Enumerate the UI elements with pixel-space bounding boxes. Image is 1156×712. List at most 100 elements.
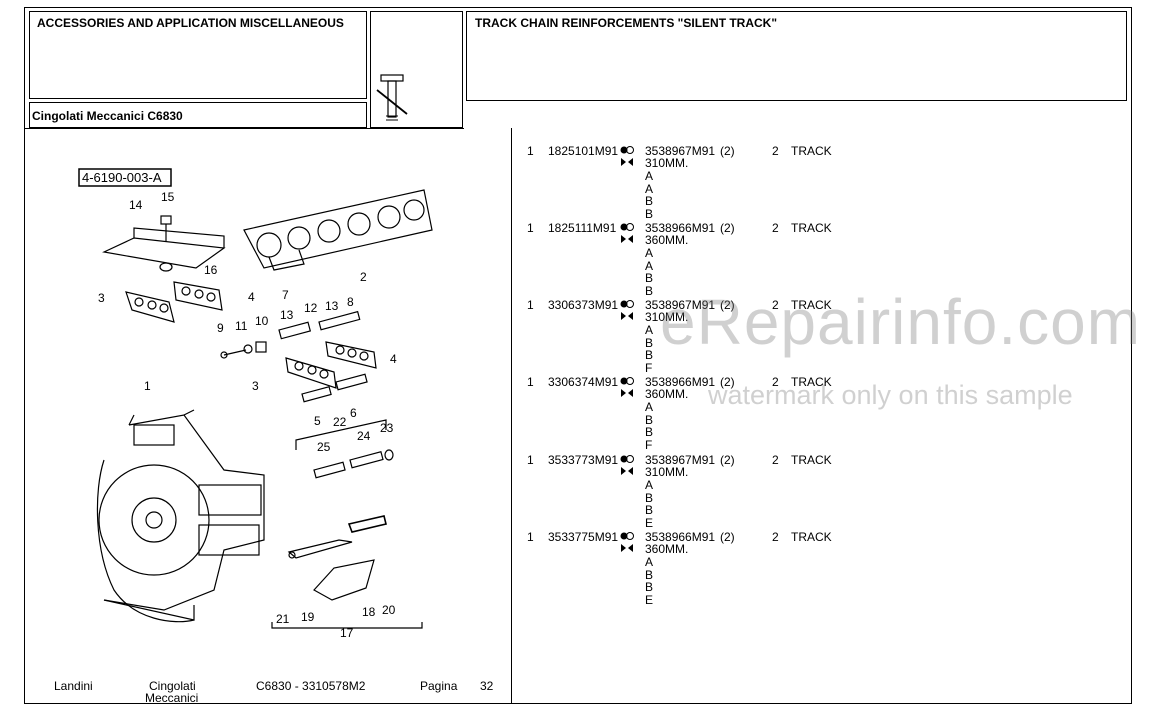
exploded-parts-diagram: 4-6190-003-A 14 15 16 2 3 4 7 12 13 8 13… — [78, 168, 433, 640]
part-quantity: 2 — [772, 221, 779, 235]
variant-code: B — [645, 567, 654, 582]
part-quantity: 2 — [772, 375, 779, 389]
diagram-ref-code: 4-6190-003-A — [82, 170, 162, 185]
part-number: 3306373M91 — [548, 298, 619, 312]
part-size: 360MM. — [645, 542, 689, 556]
variant-code: F — [645, 437, 653, 452]
interchangeable-icon — [620, 311, 634, 324]
callout-7: 7 — [282, 288, 289, 302]
part-description: TRACK — [791, 144, 832, 158]
part-number: 3533773M91 — [548, 453, 619, 467]
part-note: (2) — [720, 453, 735, 467]
footer-page-label: Pagina — [420, 679, 458, 693]
icon-box — [370, 11, 463, 128]
variant-code: A — [645, 258, 654, 273]
callout-10: 10 — [255, 314, 269, 328]
part-position: 1 — [527, 453, 534, 467]
callout-8: 8 — [347, 295, 354, 309]
callout-21: 21 — [276, 612, 290, 626]
part-size: 360MM. — [645, 387, 689, 401]
interchangeable-icon — [620, 234, 634, 247]
part-title-box: TRACK CHAIN REINFORCEMENTS "SILENT TRACK… — [466, 11, 1127, 101]
variant-code: A — [645, 246, 654, 260]
part-quantity: 2 — [772, 530, 779, 544]
part-position: 1 — [527, 530, 534, 544]
part-size: 310MM. — [645, 465, 689, 479]
callout-18: 18 — [362, 605, 376, 619]
interchangeable-icon — [620, 466, 634, 479]
replaced-by-icon — [620, 222, 634, 235]
replaced-by-icon — [620, 376, 634, 389]
callout-24: 24 — [357, 429, 371, 443]
callout-12: 12 — [304, 301, 318, 315]
replacement-number: 3538966M91 — [645, 375, 716, 389]
callout-4-lower: 4 — [390, 352, 397, 366]
part-description: TRACK — [791, 375, 832, 389]
part-title: TRACK CHAIN REINFORCEMENTS "SILENT TRACK… — [475, 16, 778, 30]
variant-code: B — [645, 335, 654, 350]
part-quantity: 2 — [772, 144, 779, 158]
part-note: (2) — [720, 144, 735, 158]
variant-code: E — [645, 515, 654, 530]
variant-code: E — [645, 592, 654, 607]
part-description: TRACK — [791, 453, 832, 467]
callout-13-left: 13 — [280, 308, 294, 322]
callout-20: 20 — [382, 603, 396, 617]
replaced-by-icon — [620, 299, 634, 312]
footer-page-number: 32 — [480, 679, 494, 693]
variant-code: B — [645, 206, 654, 221]
replacement-number: 3538967M91 — [645, 298, 716, 312]
replacement-number: 3538966M91 — [645, 530, 716, 544]
variant-code: A — [645, 400, 654, 414]
part-position: 1 — [527, 375, 534, 389]
callout-13-right: 13 — [325, 299, 339, 313]
callout-19: 19 — [301, 610, 315, 624]
callout-14: 14 — [129, 198, 143, 212]
replacement-number: 3538967M91 — [645, 453, 716, 467]
callout-3-lower: 3 — [252, 379, 259, 393]
part-description: TRACK — [791, 221, 832, 235]
footer-group-line2: Meccanici — [145, 691, 199, 705]
model-label-box: Cingolati Meccanici C6830 — [29, 102, 367, 128]
column-divider — [511, 128, 512, 704]
variant-code: B — [645, 283, 654, 298]
variant-code: A — [645, 478, 654, 492]
page-frame — [24, 7, 1132, 704]
section-title-box: ACCESSORIES AND APPLICATION MISCELLANEOU… — [29, 11, 367, 99]
callout-9: 9 — [217, 321, 224, 335]
model-label: Cingolati Meccanici C6830 — [32, 109, 183, 123]
part-description: TRACK — [791, 530, 832, 544]
part-description: TRACK — [791, 298, 832, 312]
variant-code: B — [645, 580, 654, 594]
part-position: 1 — [527, 221, 534, 235]
callout-16: 16 — [204, 263, 218, 277]
variant-code: F — [645, 360, 653, 375]
part-size: 360MM. — [645, 233, 689, 247]
variant-code: B — [645, 271, 654, 285]
part-position: 1 — [527, 298, 534, 312]
part-number: 1825101M91 — [548, 144, 619, 158]
variant-code: A — [645, 169, 654, 183]
variant-code: A — [645, 181, 654, 196]
callout-22: 22 — [333, 415, 347, 429]
header-divider — [24, 128, 464, 129]
callout-1: 1 — [144, 379, 151, 393]
part-note: (2) — [720, 375, 735, 389]
variant-code: B — [645, 503, 654, 517]
replacement-number: 3538966M91 — [645, 221, 716, 235]
callout-3-upper: 3 — [98, 291, 105, 305]
part-note: (2) — [720, 221, 735, 235]
callout-17: 17 — [340, 626, 354, 640]
callout-11: 11 — [235, 319, 248, 333]
part-note: (2) — [720, 530, 735, 544]
variant-code: B — [645, 194, 654, 208]
interchangeable-icon — [620, 543, 634, 556]
variant-code: B — [645, 490, 654, 505]
replaced-by-icon — [620, 454, 634, 467]
watermark-note: watermark only on this sample — [708, 380, 1073, 410]
section-title: ACCESSORIES AND APPLICATION MISCELLANEOU… — [37, 16, 344, 30]
part-note: (2) — [720, 298, 735, 312]
part-quantity: 2 — [772, 453, 779, 467]
